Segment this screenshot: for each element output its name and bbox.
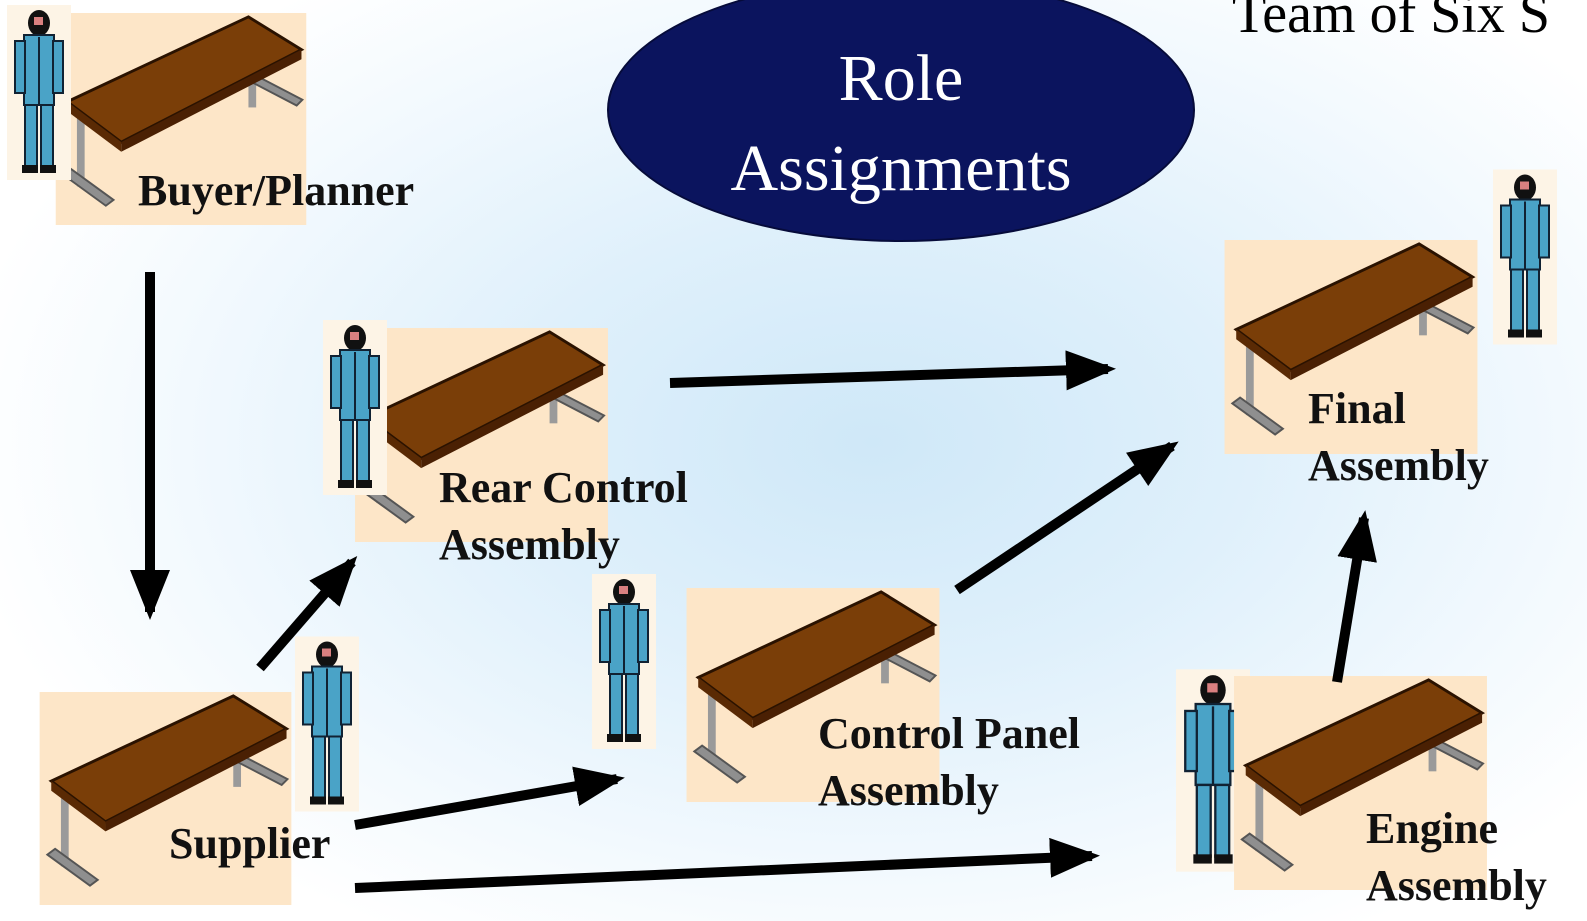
arrow-supplier-to-control-panel xyxy=(354,766,625,830)
engine-assembly-label-1: Engine xyxy=(1366,804,1499,853)
arrow-supplier-to-engine xyxy=(354,837,1100,893)
title-ellipse: Role Assignments xyxy=(607,0,1195,242)
rear-control-label-1: Rear Control xyxy=(439,463,688,512)
arrow-rear-control-to-final xyxy=(669,350,1116,391)
diagram-title: Role Assignments xyxy=(730,42,1072,205)
final-assembly-label-1: Final xyxy=(1308,384,1406,433)
arrow-engine-to-final xyxy=(1332,510,1377,683)
engine-assembly-label-2: Assembly xyxy=(1366,861,1547,910)
rear-control-label-2: Assembly xyxy=(439,520,620,569)
slide-corner-title: Team of Six S xyxy=(1232,0,1551,45)
arrow-control-panel-to-final xyxy=(954,441,1179,595)
arrow-supplier-to-rear-control xyxy=(256,555,358,672)
buyer-planner-label: Buyer/Planner xyxy=(138,166,415,215)
final-assembly-label-2: Assembly xyxy=(1308,441,1489,490)
control-panel-label-1: Control Panel xyxy=(818,709,1080,758)
supplier-label: Supplier xyxy=(169,819,331,868)
control-panel-label-2: Assembly xyxy=(818,766,999,815)
